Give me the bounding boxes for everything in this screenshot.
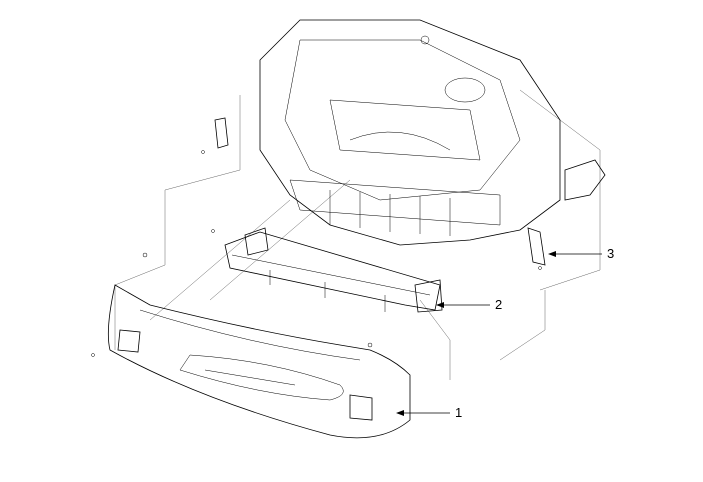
callout-2: 2 — [495, 297, 503, 312]
callout-3: 3 — [607, 246, 615, 261]
callout-1: 1 — [455, 405, 463, 420]
bracket — [214, 117, 546, 266]
vehicle-body-structure — [259, 19, 606, 246]
leader-arrows — [396, 251, 602, 416]
bumper-cover — [107, 284, 411, 439]
guide-lines — [114, 89, 601, 380]
fasteners — [91, 150, 542, 357]
bumper-beam — [224, 227, 443, 313]
